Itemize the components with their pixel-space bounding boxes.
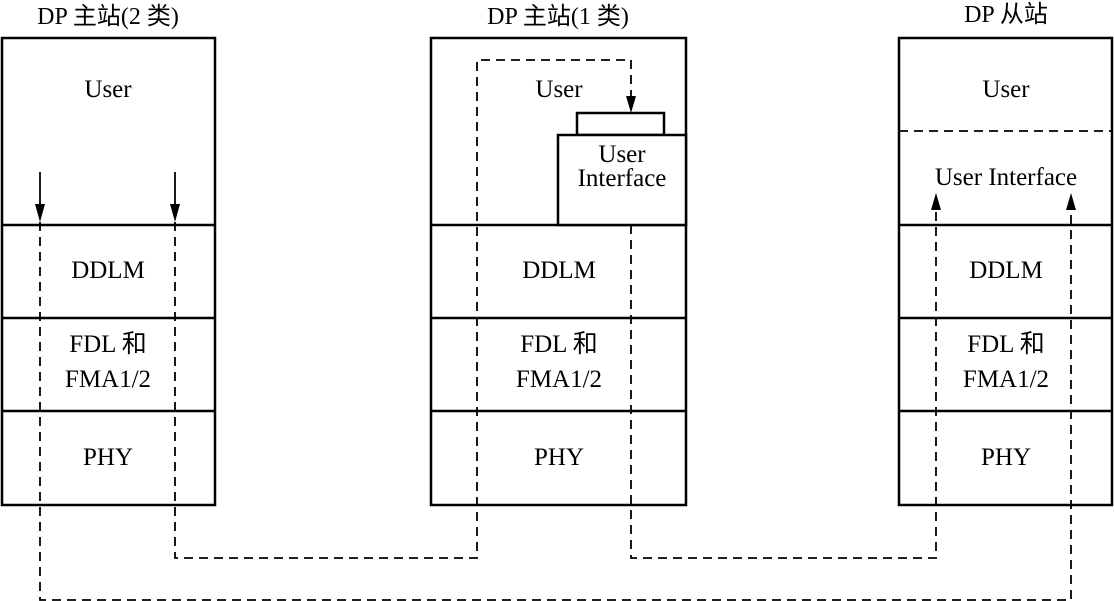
path-master2-to-master1 (174, 59, 632, 559)
arrow-up-head (1066, 193, 1076, 210)
user-layer-label: User (982, 76, 1030, 103)
fma-layer-label: FMA1/2 (516, 366, 602, 393)
user-layer-label: User (535, 76, 583, 103)
fdl-layer-label: FDL 和 (520, 330, 598, 358)
station-box (897, 36, 1114, 507)
station-title: DP 主站(1 类) (487, 3, 629, 30)
fma-layer-label: FMA1/2 (963, 366, 1049, 393)
path-master2-to-slave (39, 210, 1072, 601)
arrow-up-head (931, 193, 941, 210)
ddlm-layer-label: DDLM (969, 257, 1043, 284)
phy-layer-label: PHY (981, 444, 1031, 471)
user-interface-label: User Interface (935, 164, 1077, 191)
fdl-layer-label: FDL 和 (69, 330, 147, 358)
station-box (0, 36, 217, 507)
arrow-down-head (626, 96, 636, 113)
arrow-down-head (35, 204, 45, 222)
phy-layer-label: PHY (534, 444, 584, 471)
station-master-class2: DP 主站(2 类) User DDLM FDL 和 FMA1/2 PHY (0, 3, 217, 507)
station-master-class1: DP 主站(1 类) User User Interface DDLM FDL … (429, 3, 688, 507)
user-interface-block (556, 133, 688, 227)
user-interface-label-line1: User (598, 141, 646, 168)
path-master1-to-slave (630, 210, 937, 559)
station-title: DP 从站 (964, 1, 1048, 28)
arrow-down-head (170, 204, 180, 222)
fdl-layer-label: FDL 和 (967, 330, 1045, 358)
user-interface-tab (575, 111, 666, 137)
fma-layer-label: FMA1/2 (65, 366, 151, 393)
ddlm-layer-label: DDLM (71, 257, 145, 284)
station-slave: DP 从站 User User Interface DDLM FDL 和 FMA… (897, 1, 1114, 507)
user-layer-label: User (84, 76, 132, 103)
station-title: DP 主站(2 类) (37, 3, 179, 30)
user-interface-label-line2: Interface (578, 165, 667, 192)
ddlm-layer-label: DDLM (522, 257, 596, 284)
phy-layer-label: PHY (83, 444, 133, 471)
